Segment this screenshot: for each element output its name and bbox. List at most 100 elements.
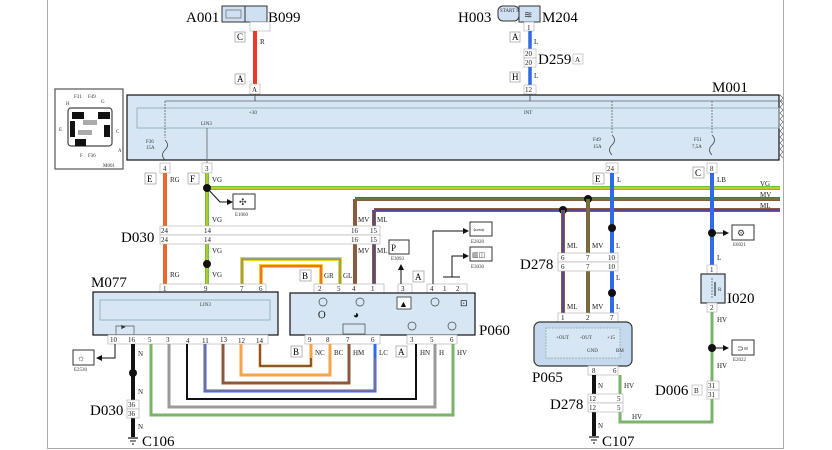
label: ML [567, 303, 578, 311]
ref-e2022[interactable]: ⊃≡ E2022 [731, 339, 755, 363]
module-p065-top-pins[interactable]: 1 2 7 [557, 312, 619, 323]
label: R [260, 38, 265, 46]
label: 1 [443, 285, 447, 293]
label: 36 [128, 410, 136, 418]
label: G [101, 100, 105, 105]
label: LIN3 [201, 122, 212, 127]
label: 2 [710, 304, 714, 312]
ref-e2530[interactable]: ☼ E2530 [72, 349, 95, 373]
label: -OUT [580, 336, 592, 341]
label: 1 [527, 24, 531, 32]
label: 14 [204, 236, 212, 244]
label: 3 [166, 336, 170, 344]
connector-d030-top[interactable]: 24 14 16 15 24 14 16 15 [159, 225, 381, 245]
label: VG [760, 180, 770, 188]
m001-locator-inset: F31 F49 H G E C A F F36 M001 [54, 88, 124, 170]
label: 5 [337, 285, 341, 293]
battery-a001[interactable]: A001 [186, 5, 246, 26]
label: 11 [202, 337, 209, 345]
label: 6 [259, 285, 263, 293]
module-m077[interactable]: LIN3 ► [92, 291, 279, 336]
label-b099: B099 [268, 10, 301, 26]
module-p060-top-pins[interactable]: 2 5 4 1 3 4 1 2 [313, 283, 468, 294]
label: HV [624, 382, 634, 390]
label: MV [358, 247, 369, 255]
label: LB [717, 176, 726, 184]
bus-vg[interactable]: VG [207, 180, 780, 190]
wire-h-loop[interactable] [167, 344, 437, 409]
label: A [512, 32, 519, 42]
label: LIN3 [200, 303, 211, 308]
module-p065[interactable]: +OUT -OUT +15 GND BM [533, 321, 633, 367]
module-p060-bottom-pins[interactable]: 9 8 7 6 3 5 6 [304, 334, 458, 345]
label: 12 [589, 404, 597, 412]
label: 12 [525, 86, 533, 94]
label: A [415, 272, 422, 282]
label: 24 [607, 165, 615, 173]
label: INT [524, 111, 532, 116]
label: GND [587, 349, 598, 354]
ref-e3030[interactable]: ▥◫ E3030 [469, 246, 493, 270]
label: 7 [346, 336, 350, 344]
connector-d006[interactable]: 31 31 [706, 380, 720, 400]
wifi-icon: ≋ [524, 10, 532, 21]
label: H [439, 349, 444, 357]
wire-hn-loop[interactable] [186, 344, 417, 400]
motor-icon [407, 321, 417, 331]
motor-icon [318, 297, 328, 307]
connector-d278-top[interactable]: 6 7 10 6 7 10 [557, 252, 619, 272]
bus-mv[interactable]: MV [355, 191, 780, 201]
label: 15 [370, 236, 378, 244]
label: +OUT [556, 336, 569, 341]
label: 8 [592, 367, 596, 375]
module-p065-bottom-pins[interactable]: 8 6 [587, 365, 619, 376]
label: E3093 [391, 257, 405, 262]
label: E2530 [74, 368, 88, 373]
module-p060[interactable]: ▲ Ѻ ◕ ⊡ [289, 292, 476, 336]
fuse-f51-icon [709, 134, 715, 156]
label: 24 [161, 227, 169, 235]
wire-hv-i020[interactable] [618, 308, 714, 424]
wire-gr[interactable] [259, 264, 323, 285]
label: 9 [308, 336, 312, 344]
label: B [302, 271, 308, 281]
ref-e6021[interactable]: ⚙ E6021 [731, 224, 755, 248]
label: 10 [608, 254, 616, 262]
label: 15 [370, 227, 378, 235]
label: E1060 [235, 213, 249, 218]
start-stop-button-h003[interactable]: START STOP [497, 5, 529, 22]
connector-d259[interactable]: 20 20 [523, 48, 537, 68]
module-m204[interactable]: ≋ M204 [518, 5, 578, 26]
switch-i020[interactable]: R [700, 273, 726, 304]
rear-defrost-icon: ⊡ [460, 298, 468, 308]
wire-bc-loop[interactable] [239, 344, 332, 377]
battery-icon [225, 9, 242, 19]
label: L [534, 38, 538, 46]
ref-e1060[interactable]: ✣ E1060 [232, 193, 256, 218]
label: GL [343, 272, 352, 280]
label: 7 [586, 263, 590, 271]
connector-d278-bot[interactable]: 12 5 12 5 [587, 393, 624, 413]
label: LC [379, 349, 388, 357]
ref-e2020[interactable]: ⇦⇨ E2020 [469, 221, 493, 245]
wire-hm-loop[interactable] [221, 344, 351, 385]
label: VG [212, 216, 222, 224]
label: F49 [593, 138, 601, 143]
wire-nc-loop[interactable] [258, 344, 313, 368]
diagram-frame [47, 0, 784, 449]
label-d030-top: D030 [121, 230, 154, 246]
label: L [617, 176, 621, 184]
label: VG [212, 247, 222, 255]
label: RG [170, 176, 180, 184]
ref-e3093[interactable]: P E3093 [388, 239, 410, 262]
module-m077-bottom-pins[interactable]: 10 16 5 3 4 11 13 12 14 [107, 334, 269, 345]
wire-hv-loop[interactable] [149, 344, 455, 417]
label: N [598, 382, 603, 390]
bus-ml[interactable]: ML [374, 202, 780, 212]
connector-d030-bot[interactable]: 36 36 [126, 399, 140, 419]
label: NC [315, 349, 325, 357]
resistor-icon [342, 323, 366, 335]
label: E [59, 128, 62, 133]
label-d006: D006 [655, 383, 689, 399]
module-m001[interactable]: +30 INT LIN3 F36 15A F49 15A F51 7,5A [126, 94, 783, 165]
